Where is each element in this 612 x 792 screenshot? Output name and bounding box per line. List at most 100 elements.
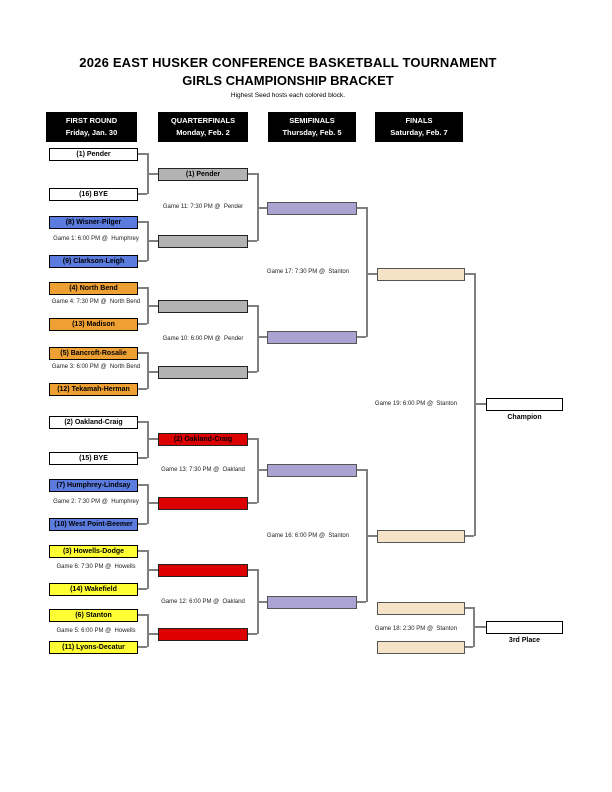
round-header-first-round: FIRST ROUND Friday, Jan. 30 [46, 112, 137, 142]
round-header-semifinals: SEMIFINALS Thursday, Feb. 5 [268, 112, 356, 142]
qf-slot-4-empty [158, 366, 248, 379]
team-slot-16-bye: (16) BYE [49, 188, 138, 201]
third-place-label: 3rd Place [508, 637, 541, 644]
round-date: Thursday, Feb. 5 [282, 128, 342, 137]
champion-box [486, 398, 563, 411]
bracket-line [248, 569, 257, 571]
sf-slot-2 [267, 331, 357, 344]
round-name: FINALS [405, 116, 433, 125]
bracket-line [257, 601, 267, 603]
third-place-box [486, 621, 563, 634]
bracket-line [465, 646, 473, 648]
game-label-12: Game 12: 6:00 PM @ Oakland [161, 599, 245, 605]
bracket-line [138, 614, 147, 616]
bracket-line [147, 484, 149, 524]
bracket-line [474, 273, 476, 536]
bracket-line [138, 193, 147, 195]
team-slot-1-pender: (1) Pender [49, 148, 138, 161]
game-label-11: Game 11: 7:30 PM @ Pender [162, 204, 244, 210]
game-label-2: Game 2: 7:30 PM @ Humphrey [53, 499, 139, 505]
bracket-line [473, 626, 486, 628]
bracket-line [147, 352, 149, 389]
bracket-line [248, 305, 257, 307]
game-label-10: Game 10: 6:00 PM @ Pender [162, 336, 244, 342]
qf-slot-7-empty [158, 564, 248, 577]
sf-slot-1 [267, 202, 357, 215]
team-slot-12-tekamah-herman: (12) Tekamah-Herman [49, 383, 138, 396]
bracket-line [357, 207, 366, 209]
bracket-line [257, 336, 267, 338]
round-header-finals: FINALS Saturday, Feb. 7 [375, 112, 463, 142]
bracket-line [248, 633, 257, 635]
bracket-line [147, 173, 158, 175]
bracket-line [138, 484, 147, 486]
bracket-line [147, 240, 158, 242]
bracket-line [248, 438, 257, 440]
game-label-4: Game 4: 7:30 PM @ North Bend [51, 299, 141, 305]
page-note: Highest Seed hosts each colored block. [230, 92, 346, 99]
page-title: 2026 EAST HUSKER CONFERENCE BASKETBALL T… [79, 55, 497, 70]
game-label-5: Game 5: 6:00 PM @ Howells [56, 628, 136, 634]
bracket-line [248, 502, 257, 504]
bracket-line [138, 588, 147, 590]
bracket-line [465, 607, 473, 609]
bracket-line [138, 550, 147, 552]
bracket-line [138, 287, 147, 289]
bracket-line [147, 633, 158, 635]
bracket-line [147, 502, 158, 504]
bracket-line [138, 221, 147, 223]
third-place-slot-bottom [377, 641, 465, 654]
qf-slot-2-empty [158, 235, 248, 248]
bracket-line [357, 601, 366, 603]
qf-slot-3-empty [158, 300, 248, 313]
round-name: SEMIFINALS [289, 116, 335, 125]
bracket-line [257, 305, 259, 372]
team-slot-5-bancroft-rosalie: (5) Bancroft-Rosalie [49, 347, 138, 360]
final-slot-top [377, 268, 465, 281]
bracket-line [138, 352, 147, 354]
game-label-6: Game 6: 7:30 PM @ Howells [56, 564, 136, 570]
bracket-line [138, 388, 147, 390]
team-slot-13-madison: (13) Madison [49, 318, 138, 331]
bracket-line [357, 336, 366, 338]
round-header-quarterfinals: QUARTERFINALS Monday, Feb. 2 [158, 112, 248, 142]
game-label-16: Game 16: 6:00 PM @ Stanton [266, 533, 350, 539]
bracket-line [138, 646, 147, 648]
page-subtitle: GIRLS CHAMPIONSHIP BRACKET [182, 73, 394, 88]
bracket-line [257, 469, 267, 471]
bracket-line [147, 438, 158, 440]
bracket-line [147, 421, 149, 458]
round-date: Monday, Feb. 2 [176, 128, 230, 137]
round-date: Friday, Jan. 30 [65, 128, 118, 137]
game-label-19: Game 19: 6:00 PM @ Stanton [374, 401, 458, 407]
bracket-line [257, 207, 267, 209]
bracket-line [138, 523, 147, 525]
team-slot-6-stanton: (6) Stanton [49, 609, 138, 622]
bracket-line [138, 421, 147, 423]
bracket-line [465, 273, 474, 275]
round-date: Saturday, Feb. 7 [390, 128, 448, 137]
bracket-line [138, 323, 147, 325]
bracket-line [257, 438, 259, 503]
bracket-line [248, 371, 257, 373]
team-slot-3-howells-dodge: (3) Howells-Dodge [49, 545, 138, 558]
qf-slot-1-pender: (1) Pender [158, 168, 248, 181]
game-label-13: Game 13: 7:30 PM @ Oakland [161, 467, 245, 473]
team-slot-4-north-bend: (4) North Bend [49, 282, 138, 295]
team-slot-15-bye: (15) BYE [49, 452, 138, 465]
game-label-17: Game 17: 7:30 PM @ Stanton [266, 269, 350, 275]
game-label-3: Game 3: 6:00 PM @ North Bend [51, 364, 141, 370]
champion-label: Champion [507, 414, 542, 421]
third-place-slot-top [377, 602, 465, 615]
team-slot-11-lyons-decatur: (11) Lyons-Decatur [49, 641, 138, 654]
bracket-line [147, 371, 158, 373]
bracket-line [474, 403, 486, 405]
game-label-1: Game 1: 6:00 PM @ Humphrey [53, 236, 139, 242]
final-slot-bottom [377, 530, 465, 543]
qf-slot-5-oakland-craig: (2) Oakland-Craig [158, 433, 248, 446]
bracket-line [147, 614, 149, 647]
bracket-line [366, 535, 377, 537]
round-name: QUARTERFINALS [170, 116, 236, 125]
bracket-line [138, 260, 147, 262]
